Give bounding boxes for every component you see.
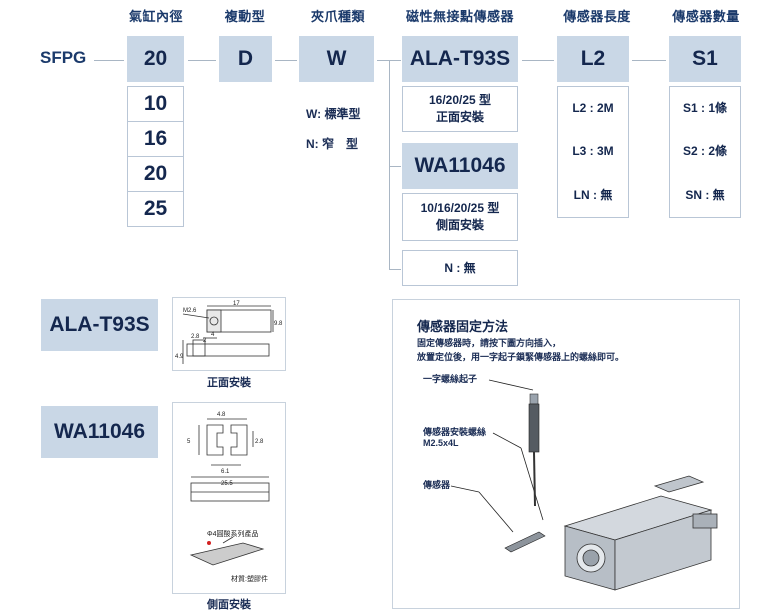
header-sensor: 磁性無接點傳感器 [405, 9, 514, 24]
sensor-label-front: ALA-T93S [41, 299, 158, 351]
dim-label: 25.5 [221, 481, 233, 487]
action-selected: D [219, 36, 272, 82]
sensor-side-desc: 10/16/20/25 型 側面安裝 [402, 193, 518, 241]
mount-illustration [450, 379, 718, 591]
dim-label: 4.8 [217, 412, 226, 418]
side-note-material: 材質:塑膠件 [231, 574, 268, 583]
mount-method-panel: 傳感器固定方法 固定傳感器時，請按下圖方向插入， 放置定位後，用一字起子鎖緊傳感… [392, 299, 740, 609]
bore-option: 10 [127, 86, 184, 122]
count-selected: S1 [669, 36, 741, 82]
dim-label: 2 [203, 338, 207, 344]
side-mount-svg: 4.8 5 2.8 6.1 25.5 25.5 Φ4圓酸系列產品 材質:塑膠件 [187, 412, 270, 583]
length-selected: L2 [557, 36, 629, 82]
dim-label: 6.1 [221, 469, 230, 475]
sensor-label-side: WA11046 [41, 406, 158, 458]
jaw-option-narrow: N: 窄 型 [306, 137, 358, 151]
mount-method-title: 傳感器固定方法 [417, 319, 509, 334]
sensor-alt-code: WA11046 [402, 143, 518, 189]
mount-method-desc-1: 固定傳感器時，請按下圖方向插入， [417, 338, 562, 348]
red-dot-icon [207, 541, 211, 545]
bore-selected: 20 [127, 36, 184, 82]
dim-label: M2.6 [183, 308, 197, 314]
sensor-selected: ALA-T93S [402, 36, 518, 82]
bore-option: 16 [127, 121, 184, 157]
callout-screwdriver: 一字螺絲起子 [423, 374, 478, 384]
front-mount-svg: M2.6 17 9.8 2.8 4 2 4.9 [175, 301, 283, 364]
header-jaw: 夾爪種類 [310, 9, 365, 24]
front-mount-drawing: M2.6 17 9.8 2.8 4 2 4.9 [172, 297, 286, 371]
side-note-series: Φ4圓酸系列產品 [207, 529, 258, 538]
sensor-icon [504, 531, 546, 553]
header-action: 複動型 [224, 9, 266, 24]
side-mount-drawing: 4.8 5 2.8 6.1 25.5 25.5 Φ4圓酸系列產品 材質:塑膠件 [172, 402, 286, 594]
callout-sensor-screw: 傳感器安裝螺絲 [423, 427, 487, 437]
dim-label: 5 [187, 439, 191, 445]
dim-label: 9.8 [274, 321, 283, 327]
jaw-option-standard: W: 標準型 [306, 107, 361, 121]
dim-label: 17 [233, 301, 240, 307]
dim-label: 2.8 [191, 334, 200, 340]
model-prefix: SFPG [40, 48, 87, 67]
gripper-icon [563, 475, 718, 591]
callout-sensor: 傳感器 [423, 480, 451, 490]
header-bore: 氣缸內徑 [128, 9, 183, 24]
bore-option: 25 [127, 191, 184, 227]
sensor-none: N : 無 [402, 250, 518, 286]
side-mount-caption: 側面安裝 [207, 599, 251, 611]
count-options: S1 : 1條 S2 : 2條 SN : 無 [669, 86, 741, 218]
dim-label: 4 [211, 332, 215, 338]
mount-method-desc-2: 放置定位後，用一字起子鎖緊傳感器上的螺絲即可。 [417, 352, 625, 362]
callout-screw-size: M2.5x4L [423, 438, 459, 448]
front-mount-caption: 正面安裝 [207, 377, 251, 389]
dim-label: 4.9 [175, 354, 184, 360]
screwdriver-icon [528, 393, 540, 507]
header-length: 傳感器長度 [563, 9, 631, 24]
length-options: L2 : 2M L3 : 3M LN : 無 [557, 86, 629, 218]
jaw-selected: W [299, 36, 374, 82]
header-count: 傳感器數量 [672, 9, 740, 24]
dim-label: 2.8 [255, 439, 264, 445]
bore-option: 20 [127, 156, 184, 192]
sensor-front-desc: 16/20/25 型 正面安裝 [402, 86, 518, 132]
